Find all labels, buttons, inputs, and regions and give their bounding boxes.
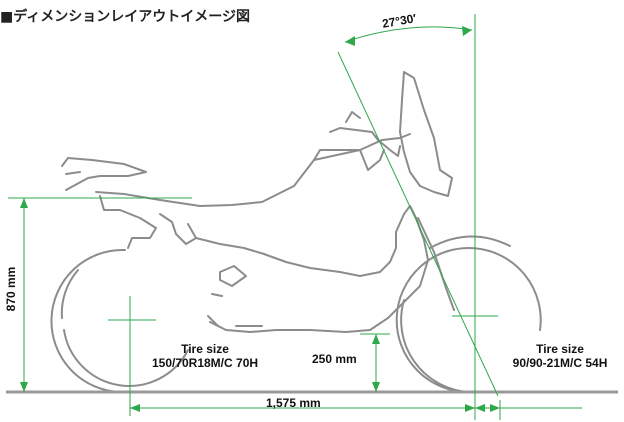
front-tire-spec: 90/90-21M/C 54H: [512, 356, 608, 370]
diagram-title: ■ディメンションレイアウトイメージ図: [0, 9, 250, 25]
rear-wheel-outline: [50, 248, 126, 393]
seat-height-arrow-bottom: [20, 382, 28, 392]
handlebar-outline: [329, 111, 401, 157]
caster-axis-line: [337, 51, 499, 397]
clearance-arrow-top: [372, 334, 380, 344]
engine-outline: [195, 205, 429, 333]
front-fender: [429, 235, 511, 249]
wheelbase-arrow-right: [465, 404, 475, 412]
windscreen-outline: [399, 71, 453, 197]
tank-outline: [313, 133, 411, 171]
front-wheel-outline: [395, 247, 542, 394]
wheelbase-arrow-left: [130, 404, 140, 412]
angle-arrow-left: [345, 36, 355, 46]
wheelbase-label: 1,575 mm: [266, 396, 321, 410]
front-tire-heading: Tire size: [536, 342, 584, 356]
side-panel-outline: [99, 195, 197, 249]
fork-outline: [417, 217, 455, 311]
trail-arrow-left: [475, 404, 485, 412]
caster-angle-arc: [344, 26, 473, 43]
ground-clearance-label: 250 mm: [312, 352, 357, 366]
rear-tire-spec: 150/70R18M/C 70H: [151, 356, 259, 370]
rear-tire-heading: Tire size: [181, 342, 229, 356]
trail-arrow-right: [490, 404, 500, 412]
seat-height-label: 870 mm: [4, 266, 18, 312]
rear-wheel-arc: [63, 329, 189, 387]
seat-height-arrow-top: [20, 198, 28, 208]
engine-detail: [207, 265, 263, 327]
clearance-arrow-bottom: [372, 382, 380, 392]
angle-arrow-right: [462, 26, 472, 36]
tail-section: [61, 157, 147, 191]
